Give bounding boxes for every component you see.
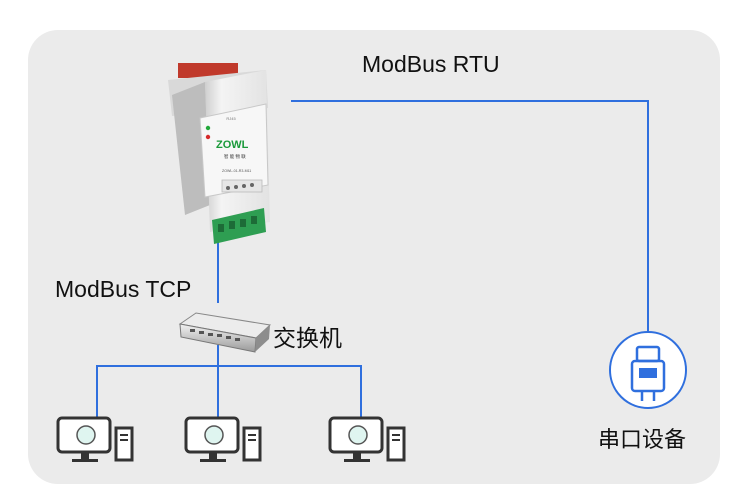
diagram-panel bbox=[28, 30, 720, 484]
svg-text:RJ45: RJ45 bbox=[226, 116, 236, 121]
pc-bus-line bbox=[96, 365, 362, 418]
serial-port-icon bbox=[609, 331, 687, 409]
desktop-computer-icon bbox=[328, 416, 406, 462]
svg-text:智 能 物 联: 智 能 物 联 bbox=[224, 153, 246, 160]
serial-device-label: 串口设备 bbox=[598, 428, 687, 453]
svg-text:ZOWL-01-R3-M11: ZOWL-01-R3-M11 bbox=[222, 169, 251, 173]
connection-lines bbox=[96, 100, 649, 418]
device-logo: ZOWL bbox=[216, 139, 249, 151]
network-switch-icon bbox=[178, 312, 272, 353]
modbus-rtu-label: ModBus RTU bbox=[362, 51, 500, 77]
desktop-computer-icon bbox=[56, 416, 134, 462]
modbus-tcp-label: ModBus TCP bbox=[55, 276, 192, 302]
switch-label: 交换机 bbox=[273, 326, 342, 352]
rtu-line bbox=[291, 100, 649, 332]
desktop-computer-icon bbox=[184, 416, 262, 462]
gateway-device-icon: RJ45 ZOWL 智 能 物 联 ZOWL-01-R3-M11 bbox=[168, 63, 270, 244]
